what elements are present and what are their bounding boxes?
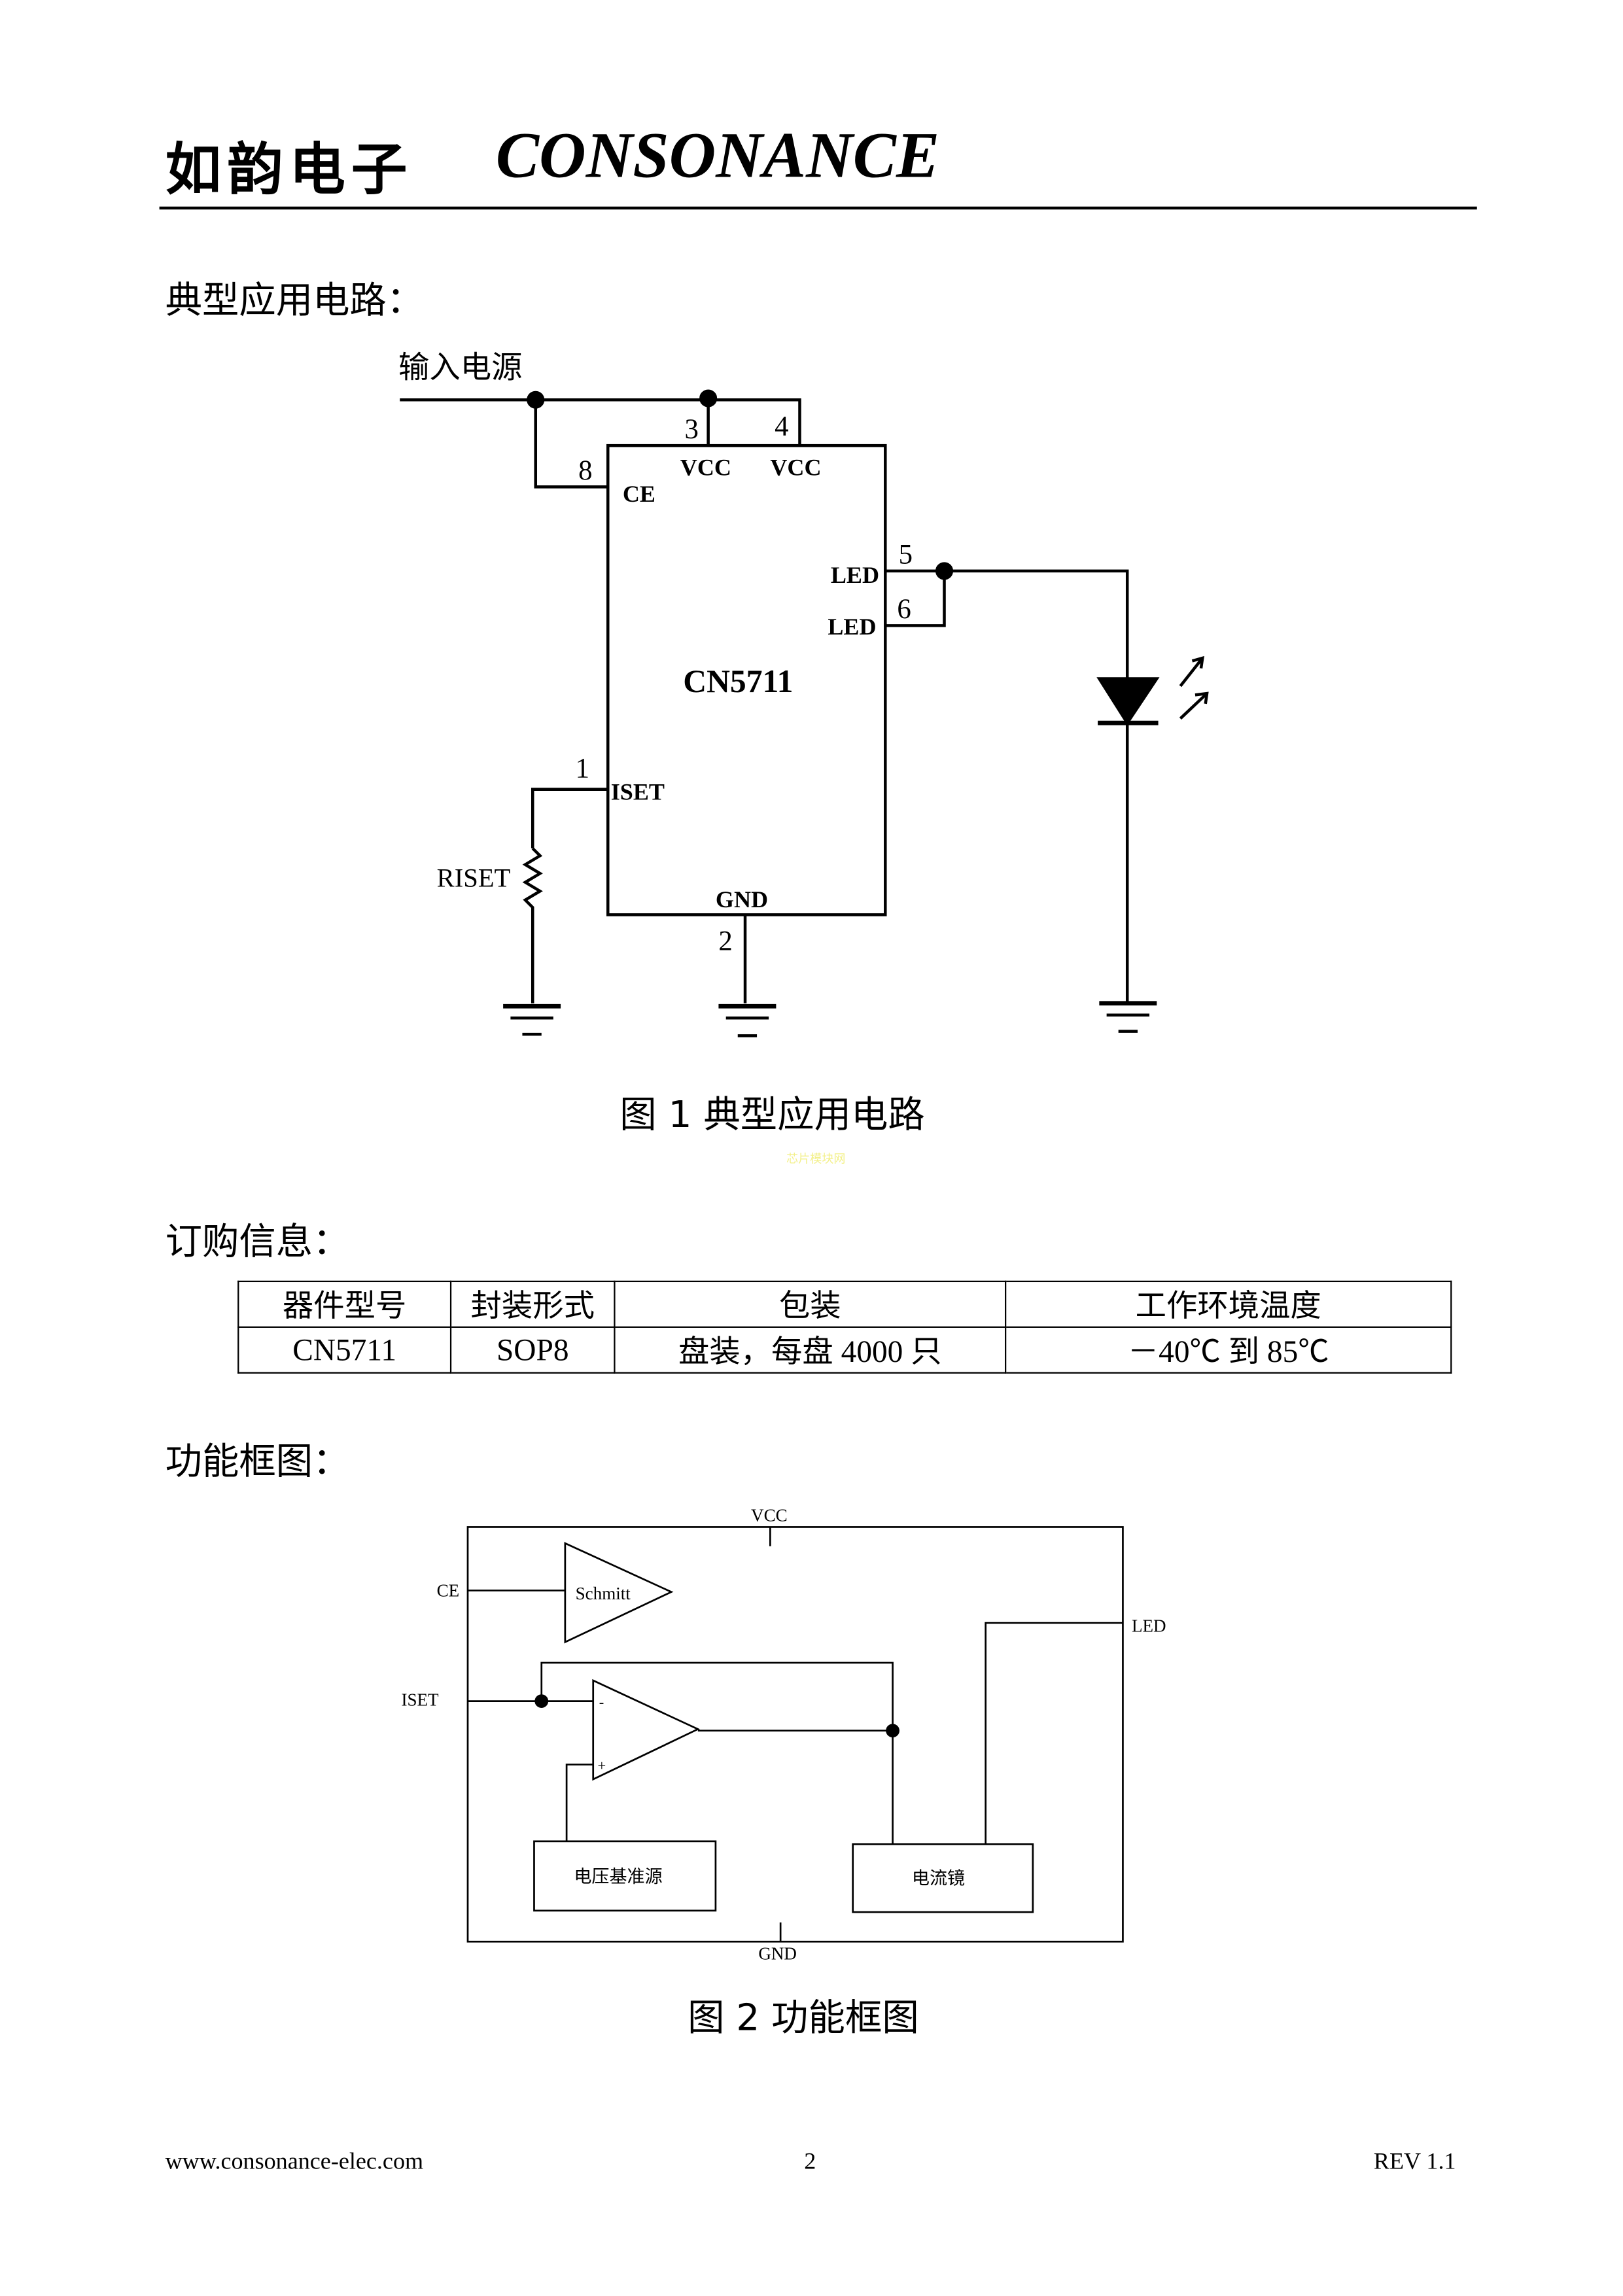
wire-vin [400, 398, 801, 446]
opamp-icon [592, 1679, 701, 1781]
pin-2-label: 2 [718, 926, 732, 957]
order-table: 器件型号 封装形式 包装 工作环境温度 CN5711 SOP8 盘装，每盘 40… [237, 1280, 1452, 1374]
junction-dot [699, 389, 718, 408]
table-header-row: 器件型号 封装形式 包装 工作环境温度 [237, 1280, 1452, 1328]
gnd-label: GND [758, 1943, 797, 1963]
watermark: 芯片模块网 [786, 1152, 846, 1166]
section-title-order: 订购信息： [165, 1220, 350, 1263]
figure2-caption: 图 2 功能框图 [688, 1996, 919, 2040]
cell-part: CN5711 [237, 1326, 452, 1374]
cell-package: SOP8 [449, 1326, 616, 1374]
ic-body [606, 444, 887, 916]
ground-icon [1099, 1001, 1157, 1033]
mirror-label: 电流镜 [912, 1868, 965, 1888]
iset-label: ISET [401, 1690, 439, 1709]
schmitt-trigger-icon [564, 1542, 674, 1644]
light-emission-arrows-icon [1179, 655, 1209, 720]
pin-3-label: 3 [685, 414, 699, 445]
section-title-block: 功能框图： [165, 1440, 350, 1483]
wire-ce [534, 400, 608, 489]
resistor-icon [522, 847, 543, 1003]
table-row: CN5711 SOP8 盘装，每盘 4000 只 －40℃ 到 85℃ [237, 1326, 1452, 1374]
opamp-minus: - [599, 1694, 604, 1711]
footer-url[interactable]: www.consonance-elec.com [165, 2149, 424, 2175]
revision: REV 1.1 [1373, 2149, 1456, 2175]
typical-application-circuit: 输入电源 3 4 8 5 6 1 2 RISET VCC VCC CE LED [398, 351, 1209, 1037]
figure1-caption: 图 1 典型应用电路 [620, 1093, 925, 1136]
pin-name-led: LED [828, 614, 876, 640]
led-label: LED [1132, 1616, 1166, 1636]
pin-6-label: 6 [897, 594, 911, 625]
pin-5-label: 5 [899, 540, 913, 570]
wire-led-pins [885, 569, 946, 627]
wire-iset [531, 788, 608, 848]
company-name-en: CONSONANCE [495, 119, 940, 192]
function-block-diagram: VCC CE ISET LED GND Schmitt - + 电压基准源 电流… [401, 1505, 1166, 1963]
pin-8-label: 8 [578, 455, 592, 486]
chip-name: CN5711 [683, 663, 793, 699]
pin-name-vcc: VCC [770, 454, 821, 480]
company-name-cn: 如韵电子 [165, 135, 413, 203]
header-cell: 器件型号 [237, 1280, 452, 1328]
vcc-label: VCC [751, 1505, 788, 1525]
header-cell: 工作环境温度 [1004, 1280, 1452, 1328]
junction-dot [527, 391, 545, 409]
page-number: 2 [804, 2149, 816, 2175]
ground-icon [718, 1003, 777, 1037]
pin-name-vcc: VCC [680, 454, 731, 480]
pin-name-iset: ISET [611, 778, 665, 805]
voltage-reference-block [533, 1840, 717, 1912]
led-diode-icon [1096, 677, 1160, 726]
resistor-label: RISET [437, 863, 511, 893]
pin-name-gnd: GND [716, 886, 768, 913]
pin-name-led: LED [831, 562, 879, 588]
cell-packing: 盘装，每盘 4000 只 [614, 1326, 1007, 1374]
opamp-plus: + [597, 1758, 606, 1774]
ground-icon [503, 1003, 561, 1036]
current-mirror-block [852, 1843, 1034, 1913]
header-cell: 包装 [614, 1280, 1007, 1328]
ce-label: CE [437, 1580, 460, 1600]
vref-label: 电压基准源 [574, 1867, 662, 1887]
section-title-typical: 典型应用电路： [165, 279, 424, 322]
wire-led [944, 569, 1129, 1003]
header-cell: 封装形式 [449, 1280, 616, 1328]
header-divider [159, 206, 1477, 210]
pin-1-label: 1 [576, 754, 589, 784]
pin-name-ce: CE [623, 481, 655, 507]
input-power-label: 输入电源 [398, 351, 522, 385]
pin-4-label: 4 [775, 411, 788, 442]
chip-outline [466, 1526, 1124, 1943]
schmitt-label: Schmitt [576, 1584, 631, 1603]
cell-temp: －40℃ 到 85℃ [1004, 1326, 1452, 1374]
